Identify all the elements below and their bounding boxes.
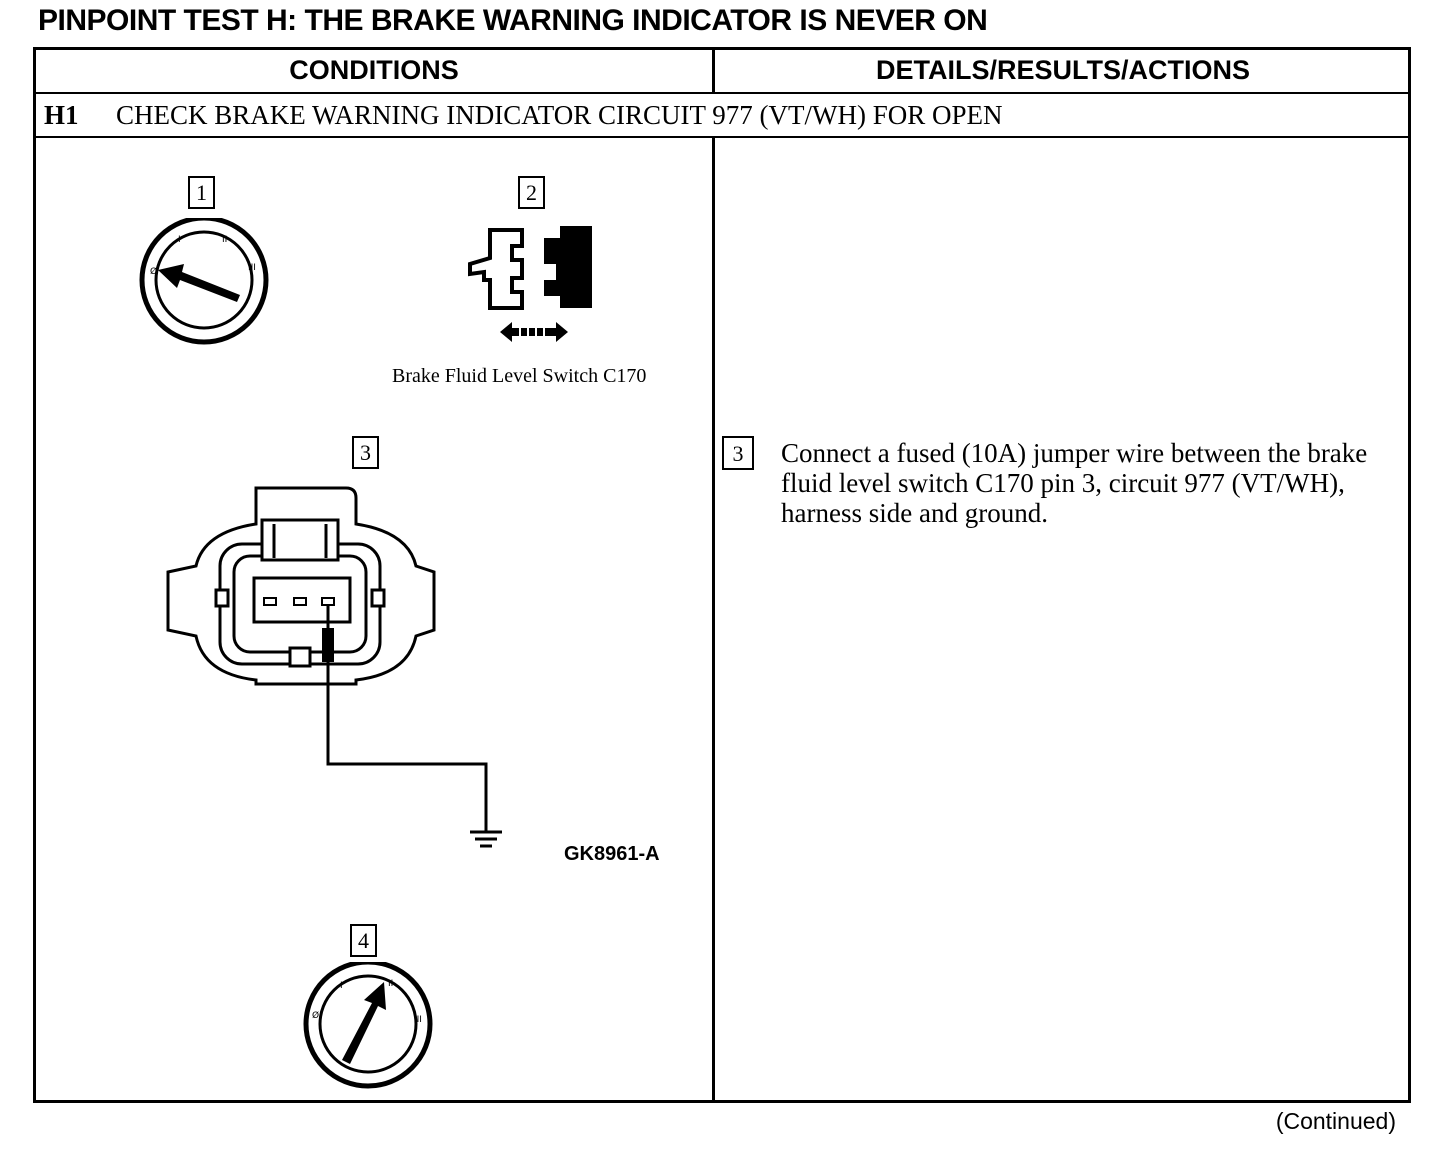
callout-2: 2 <box>518 176 545 209</box>
jumper-wire <box>326 604 488 832</box>
pin-3 <box>321 597 335 606</box>
step-divider <box>36 136 1408 138</box>
step-id: H1 <box>44 100 79 130</box>
callout-4: 4 <box>350 924 377 957</box>
column-divider-body <box>712 136 715 1100</box>
ignition-mark-off: Ø <box>312 1010 319 1021</box>
callout-3: 3 <box>352 436 379 469</box>
key-pointer-off-icon <box>158 264 240 302</box>
pin-1 <box>263 597 277 606</box>
conditions-header: CONDITIONS <box>289 55 459 85</box>
action-instruction: Connect a fused (10A) jumper wire betwee… <box>781 438 1368 528</box>
ignition-inner-ring <box>154 230 254 330</box>
pinpoint-test-table: CONDITIONS DETAILS/RESULTS/ACTIONS H1 CHE… <box>33 47 1411 1103</box>
step-title: CHECK BRAKE WARNING INDICATOR CIRCUIT 97… <box>116 100 1003 130</box>
details-header: DETAILS/RESULTS/ACTIONS <box>875 55 1250 85</box>
callout-1: 1 <box>188 176 215 209</box>
ignition-switch-off-figure: Ø I II III <box>139 218 269 345</box>
figure-code: GK8961-A <box>564 843 660 865</box>
ignition-mark-3: III <box>248 263 256 273</box>
ignition-mark-1: I <box>178 235 181 245</box>
key-pointer-run-icon <box>342 982 386 1064</box>
ignition-mark-1: I <box>340 981 343 991</box>
connector-male-half-icon <box>468 228 524 310</box>
connector-disconnect-figure <box>468 226 592 342</box>
ignition-mark-3: III <box>414 1015 422 1025</box>
connector-female-half-icon <box>544 226 592 308</box>
ignition-mark-2: II <box>388 979 393 989</box>
ignition-mark-2: II <box>222 235 227 245</box>
connector-label: Brake Fluid Level Switch C170 <box>392 365 647 387</box>
continued-note: (Continued) <box>1275 1108 1396 1134</box>
harness-connector-jumper-figure <box>166 486 502 848</box>
action-callout-3: 3 <box>722 436 754 470</box>
ignition-switch-run-figure: Ø I II III <box>303 962 433 1089</box>
pin-2 <box>293 597 307 606</box>
step-row: H1 CHECK BRAKE WARNING INDICATOR CIRCUIT … <box>44 100 1003 131</box>
header-divider <box>36 92 1408 94</box>
page-title: PINPOINT TEST H: THE BRAKE WARNING INDIC… <box>38 4 988 37</box>
column-divider-top <box>712 50 715 92</box>
disconnect-arrow-icon <box>500 322 568 342</box>
ignition-mark-off: Ø <box>150 266 157 277</box>
